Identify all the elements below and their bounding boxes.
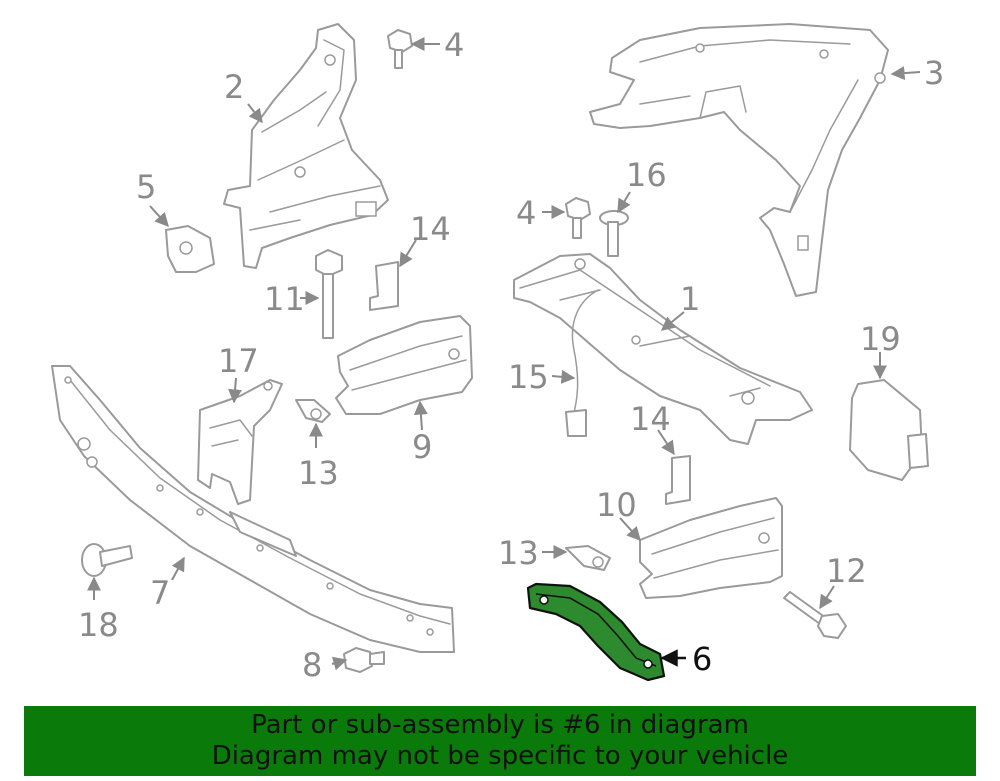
- banner-line-2: Diagram may not be specific to your vehi…: [211, 741, 789, 771]
- leader-lines: [87, 37, 921, 671]
- callout-12: 12: [826, 552, 867, 590]
- part-11-bolt[interactable]: [315, 249, 343, 339]
- callout-6: 6: [692, 640, 712, 678]
- callout-4-upper: 4: [444, 26, 464, 64]
- part-15-wire[interactable]: [565, 289, 599, 437]
- callout-11: 11: [264, 280, 305, 318]
- callout-19: 19: [860, 320, 901, 358]
- part-12-bolt[interactable]: [783, 591, 847, 639]
- part-19-module[interactable]: [849, 379, 929, 481]
- callout-17: 17: [218, 342, 259, 380]
- callout-16: 16: [626, 156, 667, 194]
- parts-diagram: 2 4 3 5 4 16 14 11 1 15 19 17 13 9 14 10…: [51, 23, 944, 684]
- part-2-bracket[interactable]: [223, 23, 389, 269]
- callout-1: 1: [680, 280, 700, 318]
- callout-7: 7: [150, 574, 170, 612]
- callout-15: 15: [508, 358, 549, 396]
- callout-18: 18: [78, 606, 119, 644]
- callout-13-right: 13: [498, 534, 539, 572]
- part-3-support[interactable]: [589, 23, 889, 297]
- callout-14-lower: 14: [630, 400, 671, 438]
- part-1-crossmember[interactable]: [513, 253, 813, 445]
- callout-3: 3: [924, 54, 944, 92]
- callout-13-left: 13: [298, 454, 339, 492]
- banner-line-1: Part or sub-assembly is #6 in diagram: [251, 710, 749, 740]
- callout-labels: 2 4 3 5 4 16 14 11 1 15 19 17 13 9 14 10…: [78, 26, 944, 684]
- part-14-bracket-upper[interactable]: [369, 261, 399, 311]
- part-14-bracket-lower[interactable]: [665, 455, 691, 505]
- part-5-clip[interactable]: [165, 225, 215, 273]
- part-18-bolt[interactable]: [81, 543, 133, 577]
- callout-9: 9: [412, 428, 432, 466]
- callout-5: 5: [136, 168, 156, 206]
- part-17-bracket[interactable]: [197, 379, 283, 505]
- part-16-screw[interactable]: [599, 210, 629, 257]
- info-banner: Part or sub-assembly is #6 in diagram Di…: [24, 706, 976, 776]
- callout-14-upper: 14: [410, 210, 451, 248]
- part-4-bolt-middle[interactable]: [565, 197, 591, 239]
- part-6-highlighted-bracket[interactable]: [526, 582, 666, 682]
- callout-4-middle: 4: [516, 194, 536, 232]
- callout-8: 8: [302, 646, 322, 684]
- part-8-bolt[interactable]: [343, 647, 385, 673]
- part-13-washer-left[interactable]: [295, 399, 331, 423]
- callout-10: 10: [596, 486, 637, 524]
- part-7-beam[interactable]: [51, 365, 455, 653]
- callout-2: 2: [224, 68, 244, 106]
- part-13-washer-right[interactable]: [565, 545, 611, 571]
- part-9-arm[interactable]: [335, 315, 473, 415]
- part-4-bolt-upper[interactable]: [387, 29, 413, 69]
- part-10-arm[interactable]: [639, 497, 783, 599]
